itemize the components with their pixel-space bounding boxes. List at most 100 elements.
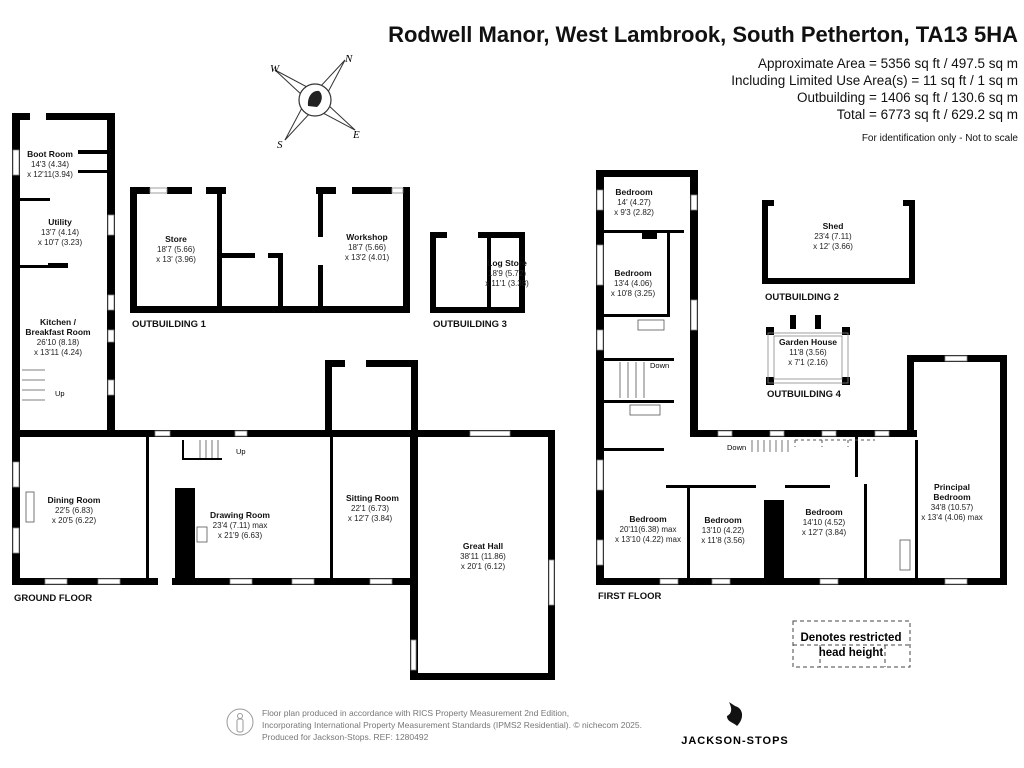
compass-south: S	[277, 139, 283, 151]
room-label-text: 13'4 (4.06)	[614, 279, 652, 288]
room-label-text: x 13'2 (4.01)	[345, 253, 390, 262]
jackson-stops-logo: JACKSON-STOPS	[680, 700, 790, 747]
area-line: Outbuilding = 1406 sq ft / 130.6 sq m	[796, 90, 1018, 105]
room-label-text: Bedroom	[629, 514, 667, 524]
room-label-text: OUTBUILDING 1	[132, 319, 207, 330]
footer-line: Incorporating International Property Mea…	[262, 720, 642, 730]
compass-east: E	[352, 129, 360, 141]
room-label-text: x 7'1 (2.16)	[788, 358, 828, 367]
room-label-text: x 13'4 (4.06) max	[921, 513, 983, 522]
restricted-height-legend: Denotes restricted head height	[792, 620, 911, 668]
room-label-text: x 20'1 (6.12)	[461, 562, 506, 571]
room-label-text: x 12'7 (3.84)	[802, 528, 847, 537]
person-icon	[226, 708, 254, 736]
room-label-text: 22'1 (6.73)	[351, 504, 389, 513]
ground-floor-stairs: Up Up	[22, 369, 246, 458]
ground-floor-walls	[12, 113, 555, 680]
room-label-text: 20'11(6.38) max	[620, 525, 677, 534]
room-label-text: x 11'8 (3.56)	[701, 536, 745, 545]
legend-text: head height	[819, 647, 884, 659]
room-label-text: Great Hall	[463, 541, 503, 551]
room-label-text: x 20'5 (6.22)	[52, 516, 97, 525]
page-title: Rodwell Manor, West Lambrook, South Peth…	[388, 22, 1018, 47]
room-label-text: 18'7 (5.66)	[157, 245, 195, 254]
room-label-text: 22'5 (6.83)	[55, 506, 93, 515]
room-label-text: Log Store	[487, 258, 527, 268]
room-label-text: x 13' (3.96)	[156, 255, 196, 264]
stairs-down-label: Down	[727, 443, 746, 452]
compass-icon: W N E S	[270, 53, 360, 151]
room-label-text: Store	[165, 234, 187, 244]
footer-line: Floor plan produced in accordance with R…	[262, 708, 570, 718]
stairs-down-label: Down	[650, 361, 669, 370]
logo-mark-icon	[727, 702, 743, 726]
room-label-text: x 12'7 (3.84)	[348, 514, 393, 523]
room-label-text: 23'4 (7.11)	[814, 232, 852, 241]
room-label-text: Breakfast Room	[25, 327, 91, 337]
area-line: Including Limited Use Area(s) = 11 sq ft…	[731, 73, 1018, 88]
room-label-text: x 11'1 (3.38)	[485, 279, 529, 288]
room-label-text: Sitting Room	[346, 493, 399, 503]
brand-name: JACKSON-STOPS	[681, 735, 789, 747]
room-label-text: x 12'11(3.94)	[27, 170, 73, 179]
room-label-text: Bedroom	[704, 515, 742, 525]
stairs-up-label: Up	[236, 447, 246, 456]
room-label-text: x 9'3 (2.82)	[614, 208, 654, 217]
room-label-text: x 12' (3.66)	[813, 242, 853, 251]
room-label-text: 13'7 (4.14)	[41, 228, 79, 237]
room-label-text: 14' (4.27)	[617, 198, 651, 207]
room-label-text: Garden House	[779, 337, 837, 347]
room-label-text: Dining Room	[48, 495, 101, 505]
room-label-text: Bedroom	[614, 268, 652, 278]
room-label-text: 13'10 (4.22)	[702, 526, 745, 535]
room-label-text: Shed	[823, 221, 844, 231]
compass-north: N	[344, 53, 353, 65]
room-label-text: Utility	[48, 217, 72, 227]
room-label-text: 18'9 (5.72)	[488, 269, 526, 278]
room-label-text: Bedroom	[805, 507, 843, 517]
room-label-text: x 10'8 (3.25)	[611, 289, 656, 298]
room-label-text: Boot Room	[27, 149, 73, 159]
legend-text: Denotes restricted	[801, 632, 902, 644]
room-label-text: 23'4 (7.11) max	[213, 521, 268, 530]
room-label-text: Workshop	[346, 232, 387, 242]
first-floor-stairs: Down Down	[619, 361, 875, 452]
room-label-text: Kitchen /	[40, 317, 77, 327]
room-label-text: 34'8 (10.57)	[931, 503, 974, 512]
room-label-text: x 13'10 (4.22) max	[615, 535, 681, 544]
room-label-text: OUTBUILDING 3	[433, 319, 507, 330]
ground-floor-windows	[12, 149, 555, 671]
room-label-text: 14'3 (4.34)	[31, 160, 69, 169]
room-label-text: x 10'7 (3.23)	[38, 238, 83, 247]
room-label-text: x 21'9 (6.63)	[218, 531, 263, 540]
first-floor-windows	[596, 189, 968, 585]
room-label-text: 26'10 (8.18)	[37, 338, 80, 347]
room-label-text: Drawing Room	[210, 510, 270, 520]
room-label-text: 18'7 (5.66)	[348, 243, 386, 252]
room-label-text: 14'10 (4.52)	[803, 518, 846, 527]
floor-label-ground: GROUND FLOOR	[14, 593, 92, 604]
area-line: Approximate Area = 5356 sq ft / 497.5 sq…	[757, 56, 1018, 71]
area-summary: Approximate Area = 5356 sq ft / 497.5 sq…	[731, 55, 1018, 123]
footer-line: Produced for Jackson-Stops. REF: 1280492	[262, 732, 429, 742]
stairs-up-label: Up	[55, 389, 65, 398]
floor-label-first: FIRST FLOOR	[598, 591, 661, 602]
room-label-text: 38'11 (11.86)	[460, 552, 506, 561]
room-label-text: OUTBUILDING 2	[765, 292, 839, 303]
